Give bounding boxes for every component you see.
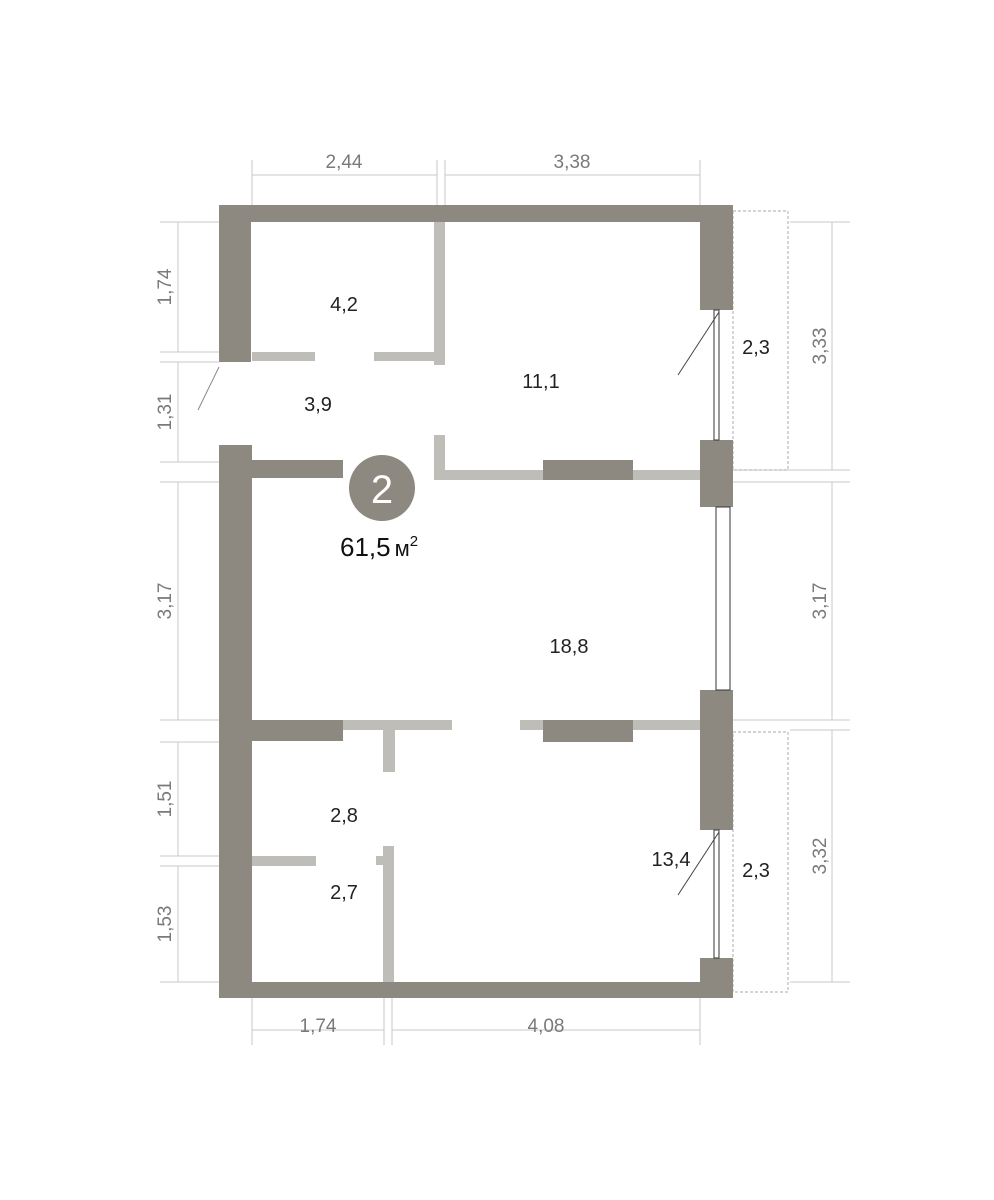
dimension-labels: 2,44 3,38 1,74 4,08 1,74 1,31 3,17 1,51 … — [155, 152, 831, 1037]
dim-left-4: 1,51 — [155, 781, 176, 818]
dim-left-1: 1,74 — [155, 268, 176, 305]
dim-right-1: 3,33 — [810, 328, 831, 365]
area-value: 61,5 — [340, 532, 391, 562]
dim-left-2: 1,31 — [155, 394, 176, 431]
balcony-top — [732, 210, 789, 471]
exterior-walls — [219, 205, 733, 998]
dim-top-2: 3,38 — [554, 152, 591, 173]
area-unit: м — [395, 536, 410, 561]
room-area-toilet: 2,7 — [330, 882, 358, 904]
room-area-balcony-top: 2,3 — [742, 337, 770, 359]
room-area-bathroom: 2,8 — [330, 805, 358, 827]
dim-bottom-2: 4,08 — [528, 1016, 565, 1037]
dim-right-3: 3,32 — [810, 838, 831, 875]
room-area-bedroom: 13,4 — [652, 849, 691, 871]
partitions — [252, 222, 700, 982]
room-area-kitchen: 11,1 — [522, 371, 559, 393]
room-area-hall: 3,9 — [304, 394, 332, 416]
dim-left-3: 3,17 — [155, 583, 176, 620]
dim-left-5: 1,53 — [155, 906, 176, 943]
dim-right-2: 3,17 — [810, 583, 831, 620]
dim-top-1: 2,44 — [326, 152, 363, 173]
room-area-balcony-bottom: 2,3 — [742, 860, 770, 882]
apartment-number: 2 — [371, 468, 393, 512]
dim-bottom-1: 1,74 — [300, 1016, 337, 1037]
room-area-living: 18,8 — [550, 636, 589, 658]
area-unit-sup: 2 — [410, 533, 418, 550]
room-area-storage: 4,2 — [330, 294, 358, 316]
windows — [197, 309, 731, 959]
dimension-lines — [160, 160, 850, 1045]
balcony-bottom — [732, 731, 789, 993]
